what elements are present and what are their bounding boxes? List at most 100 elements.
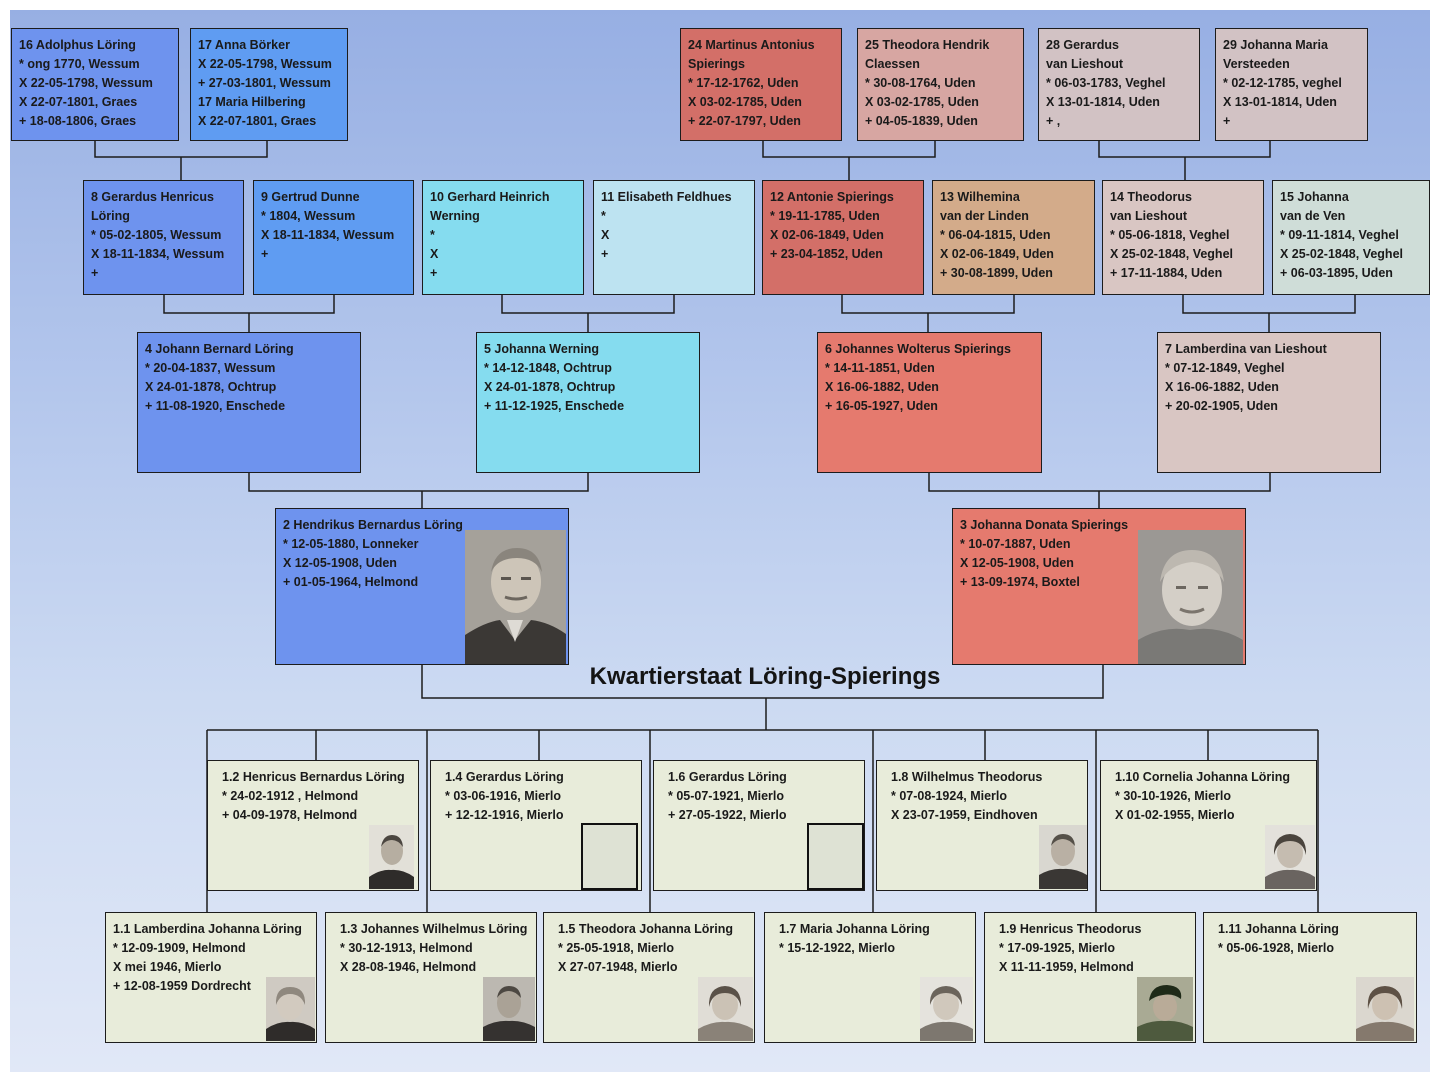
death: + 30-08-1899, Uden: [940, 266, 1053, 280]
marriage: X 16-06-1882, Uden: [1165, 380, 1279, 394]
name: 25 Theodora Hendrik: [865, 38, 990, 52]
birth: *: [430, 228, 435, 242]
death: + 22-07-1797, Uden: [688, 114, 801, 128]
ancestor-box-13: 13 Wilhemina van der Linden * 06-04-1815…: [932, 180, 1095, 295]
marriage: X 23-07-1959, Eindhoven: [891, 808, 1038, 822]
portrait-photo: [1138, 530, 1243, 664]
name: 13 Wilhemina: [940, 190, 1020, 204]
name: 8 Gerardus Henricus: [91, 190, 214, 204]
birth: * 05-07-1921, Mierlo: [668, 789, 785, 803]
ancestor-box-14: 14 Theodorus van Lieshout * 05-06-1818, …: [1102, 180, 1264, 295]
birth: * 03-06-1916, Mierlo: [445, 789, 562, 803]
marriage: X 24-01-1878, Ochtrup: [484, 380, 616, 394]
death: +: [430, 266, 438, 280]
ancestor-box-28: 28 Gerardus van Lieshout * 06-03-1783, V…: [1038, 28, 1200, 141]
marriage: X 13-01-1814, Uden: [1046, 95, 1160, 109]
death: + 04-09-1978, Helmond: [222, 808, 358, 822]
ancestor-box-12: 12 Antonie Spierings * 19-11-1785, Uden …: [762, 180, 924, 295]
name: 5 Johanna Werning: [484, 342, 600, 356]
portrait-photo: [465, 530, 566, 664]
name-cont: van de Ven: [1280, 209, 1346, 223]
birth: * 15-12-1922, Mierlo: [779, 941, 896, 955]
birth: * 12-09-1909, Helmond: [113, 941, 246, 955]
portrait-photo: [1137, 977, 1193, 1041]
child-box-1-2: 1.2 Henricus Bernardus Löring * 24-02-19…: [207, 760, 419, 891]
name-cont: van der Linden: [940, 209, 1029, 223]
birth: * 17-12-1762, Uden: [688, 76, 799, 90]
name: 1.1 Lamberdina Johanna Löring: [113, 922, 302, 936]
ancestor-box-10: 10 Gerhard Heinrich Werning * X +: [422, 180, 584, 295]
child-box-1-8: 1.8 Wilhelmus Theodorus * 07-08-1924, Mi…: [876, 760, 1088, 891]
marriage: X 22-05-1798, Wessum: [198, 57, 332, 71]
marriage: X 12-05-1908, Uden: [960, 556, 1074, 570]
death: + 12-08-1959 Dordrecht: [113, 979, 251, 993]
ancestor-box-29: 29 Johanna Maria Versteeden * 02-12-1785…: [1215, 28, 1368, 141]
marriage: X 18-11-1834, Wessum: [261, 228, 395, 242]
birth: * 30-08-1764, Uden: [865, 76, 976, 90]
name-cont: Claessen: [865, 57, 920, 71]
empty-photo-frame: [581, 823, 638, 890]
parent-box-3: 3 Johanna Donata Spierings * 10-07-1887,…: [952, 508, 1246, 665]
marriage: X 03-02-1785, Uden: [865, 95, 979, 109]
birth: * 05-06-1818, Veghel: [1110, 228, 1230, 242]
marriage: X 11-11-1959, Helmond: [999, 960, 1134, 974]
birth: * 19-11-1785, Uden: [770, 209, 880, 223]
birth: * 02-12-1785, veghel: [1223, 76, 1342, 90]
portrait-photo: [920, 977, 973, 1041]
name: 24 Martinus Antonius: [688, 38, 815, 52]
name: 1.4 Gerardus Löring: [445, 770, 564, 784]
child-box-1-7: 1.7 Maria Johanna Löring * 15-12-1922, M…: [764, 912, 976, 1043]
death: + 23-04-1852, Uden: [770, 247, 883, 261]
death: + 06-03-1895, Uden: [1280, 266, 1393, 280]
death: + 11-08-1920, Enschede: [145, 399, 286, 413]
marriage: X 02-06-1849, Uden: [770, 228, 884, 242]
birth: * 17-09-1925, Mierlo: [999, 941, 1116, 955]
death: + 18-08-1806, Graes: [19, 114, 137, 128]
portrait-photo: [1039, 825, 1087, 889]
ancestor-box-17: 17 Anna Börker X 22-05-1798, Wessum + 27…: [190, 28, 348, 141]
birth: * ong 1770, Wessum: [19, 57, 140, 71]
name: 1.2 Henricus Bernardus Löring: [222, 770, 405, 784]
birth: * 07-12-1849, Veghel: [1165, 361, 1285, 375]
child-box-1-3: 1.3 Johannes Wilhelmus Löring * 30-12-19…: [325, 912, 537, 1043]
name: 6 Johannes Wolterus Spierings: [825, 342, 1011, 356]
death: +: [1223, 114, 1231, 128]
name: 12 Antonie Spierings: [770, 190, 894, 204]
name: 2 Hendrikus Bernardus Löring: [283, 518, 463, 532]
ancestor-box-15: 15 Johanna van de Ven * 09-11-1814, Vegh…: [1272, 180, 1430, 295]
birth: * 05-06-1928, Mierlo: [1218, 941, 1335, 955]
marriage: X 24-01-1878, Ochtrup: [145, 380, 277, 394]
birth: * 14-11-1851, Uden: [825, 361, 935, 375]
portrait-photo: [1356, 977, 1414, 1041]
death: +: [91, 266, 99, 280]
ancestor-box-16: 16 Adolphus Löring * ong 1770, Wessum X …: [11, 28, 179, 141]
marriage: X 01-02-1955, Mierlo: [1115, 808, 1235, 822]
birth: * 12-05-1880, Lonneker: [283, 537, 419, 551]
child-box-1-6: 1.6 Gerardus Löring * 05-07-1921, Mierlo…: [653, 760, 865, 891]
parent-box-2: 2 Hendrikus Bernardus Löring * 12-05-188…: [275, 508, 569, 665]
name-cont: Spierings: [688, 57, 745, 71]
marriage-2: X 22-07-1801, Graes: [198, 114, 317, 128]
name: 1.8 Wilhelmus Theodorus: [891, 770, 1043, 784]
marriage: X 02-06-1849, Uden: [940, 247, 1054, 261]
portrait-photo: [698, 977, 753, 1041]
name-cont: van Lieshout: [1046, 57, 1124, 71]
name: 29 Johanna Maria: [1223, 38, 1328, 52]
death: + 17-11-1884, Uden: [1110, 266, 1223, 280]
birth: * 07-08-1924, Mierlo: [891, 789, 1008, 803]
death: + 27-03-1801, Wessum: [198, 76, 331, 90]
name: 1.6 Gerardus Löring: [668, 770, 787, 784]
death: + 16-05-1927, Uden: [825, 399, 938, 413]
ancestor-box-7: 7 Lamberdina van Lieshout * 07-12-1849, …: [1157, 332, 1381, 473]
name-cont: Werning: [430, 209, 480, 223]
marriage: X mei 1946, Mierlo: [113, 960, 222, 974]
death: + 11-12-1925, Enschede: [484, 399, 625, 413]
name: 1.10 Cornelia Johanna Löring: [1115, 770, 1291, 784]
marriage: X 03-02-1785, Uden: [688, 95, 802, 109]
marriage: X 13-01-1814, Uden: [1223, 95, 1337, 109]
ancestor-box-4: 4 Johann Bernard Löring * 20-04-1837, We…: [137, 332, 361, 473]
marriage: X 27-07-1948, Mierlo: [558, 960, 678, 974]
birth: * 25-05-1918, Mierlo: [558, 941, 675, 955]
name: 1.3 Johannes Wilhelmus Löring: [340, 922, 528, 936]
death: + 13-09-1974, Boxtel: [960, 575, 1080, 589]
